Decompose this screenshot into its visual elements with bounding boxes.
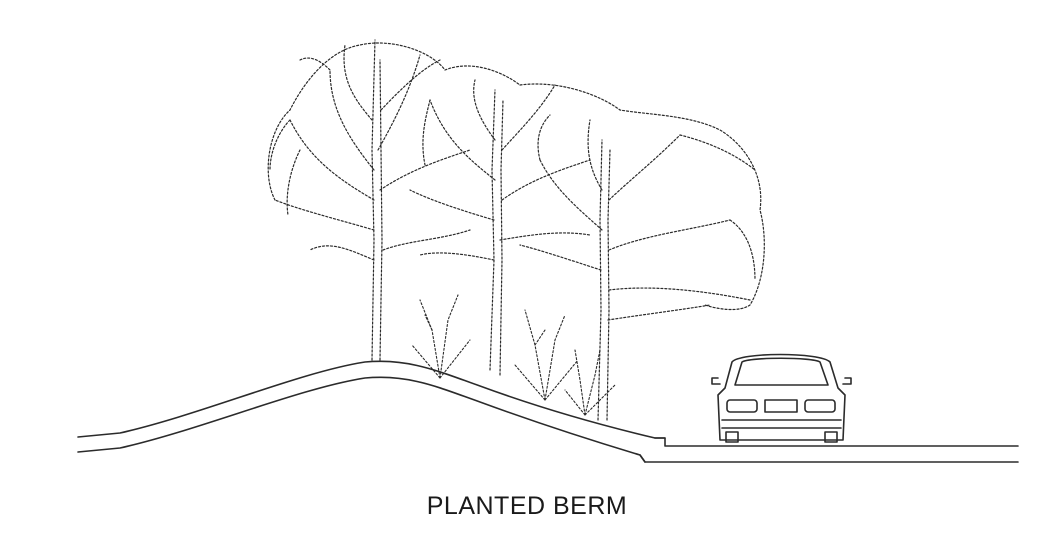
- berm: [77, 360, 1019, 463]
- tree-left: [269, 39, 471, 361]
- tree-right: [519, 114, 756, 421]
- car-left-mirror: [711, 377, 721, 385]
- car-right-mirror: [842, 377, 852, 385]
- car-left-headlight: [726, 399, 758, 413]
- car-front-view: [711, 353, 852, 443]
- drawing-caption: PLANTED BERM: [426, 492, 628, 520]
- berm-edge: [639, 454, 646, 463]
- car-left-wheel: [725, 431, 739, 443]
- berm-outline-inner: [77, 376, 1019, 463]
- car-bumper: [721, 419, 842, 429]
- road-curb: [654, 437, 1019, 447]
- car-body: [717, 353, 846, 441]
- shrubs: [411, 294, 616, 416]
- canopy-left: [267, 42, 521, 201]
- berm-outline-outer: [77, 360, 666, 439]
- car-right-wheel: [824, 431, 838, 443]
- shrub-left: [411, 294, 471, 379]
- car-right-headlight: [804, 399, 836, 413]
- trees: [267, 39, 765, 421]
- shrub-middle: [514, 309, 579, 401]
- shrub-right: [564, 349, 616, 416]
- tree-middle: [409, 79, 591, 376]
- canopy-right: [519, 83, 765, 311]
- car-windshield: [734, 357, 829, 386]
- car-grille: [764, 399, 798, 413]
